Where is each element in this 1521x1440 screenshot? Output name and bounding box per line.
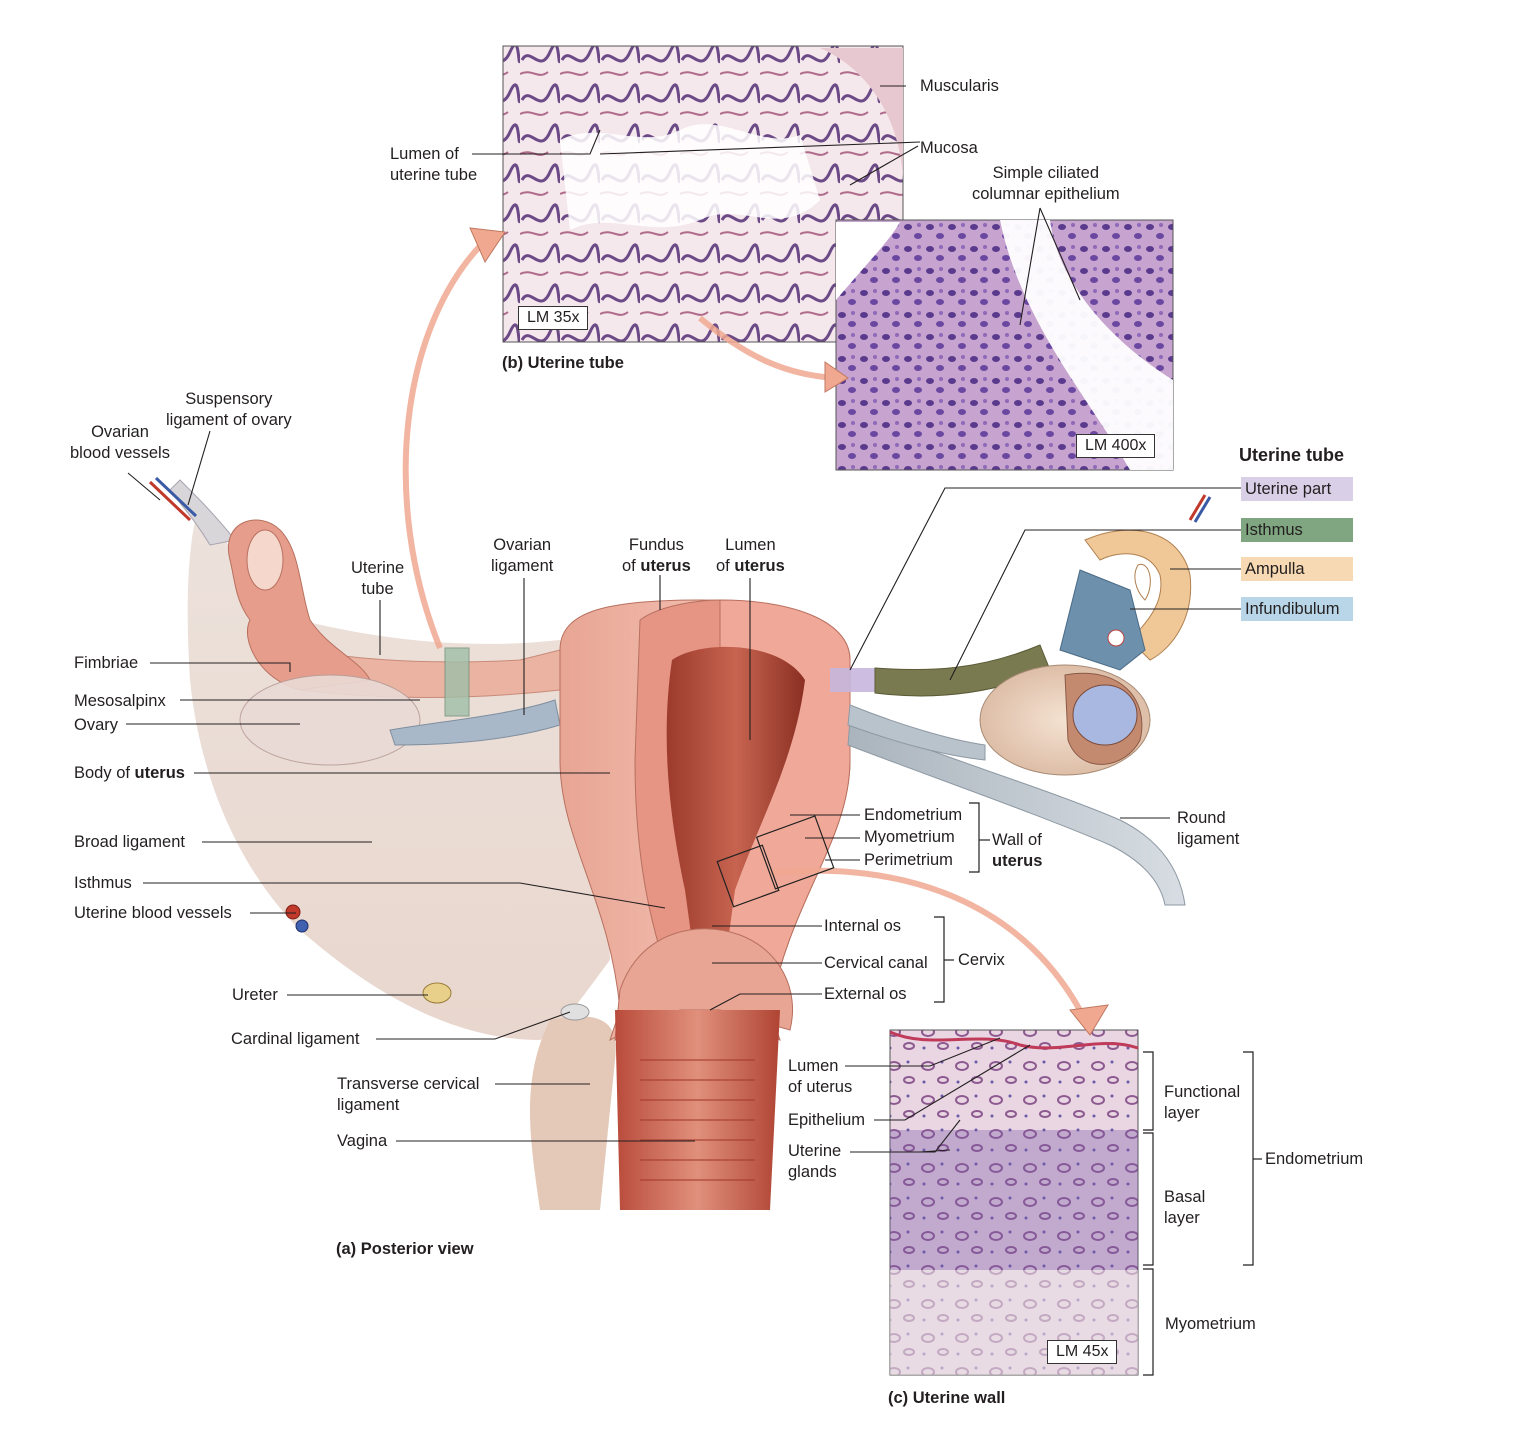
uterine-tube-key-title: Uterine tube — [1239, 445, 1345, 465]
caption-posterior-view: (a) Posterior view — [336, 1240, 474, 1258]
label-fundus-of-uterus: Fundus of uterus — [622, 536, 691, 575]
label-cervical-canal: Cervical canal — [824, 954, 928, 972]
label-c-lumen-of-uterus: Lumen of uterus — [788, 1057, 853, 1096]
caption-uterine-tube: (b) Uterine tube — [502, 354, 624, 372]
label-wall-of-uterus: Wall of uterus — [992, 831, 1043, 870]
label-cardinal-ligament: Cardinal ligament — [231, 1030, 360, 1048]
label-uterine-blood-vessels: Uterine blood vessels — [74, 904, 232, 922]
ureter-shape — [422, 982, 452, 1004]
label-c-functional-layer: Functional layer — [1164, 1083, 1241, 1122]
label-endometrium: Endometrium — [864, 806, 963, 824]
label-round-ligament: Round ligament — [1177, 809, 1240, 848]
label-c-endometrium: Endometrium — [1265, 1150, 1364, 1168]
label-ovarian-blood-vessels: Ovarian blood vessels — [70, 423, 170, 462]
round-ligament-shape — [847, 719, 1186, 906]
key-ampulla: Ampulla — [1241, 557, 1353, 581]
label-c-uterine-glands: Uterine glands — [788, 1142, 842, 1181]
label-cervix: Cervix — [958, 951, 1005, 969]
key-infundibulum: Infundibulum — [1241, 597, 1353, 621]
label-external-os: External os — [824, 985, 907, 1003]
label-ovarian-ligament: Ovarian ligament — [491, 536, 554, 575]
caption-uterine-wall: (c) Uterine wall — [888, 1389, 1006, 1407]
scale-35x: LM 35x — [518, 306, 589, 330]
label-myometrium: Myometrium — [864, 828, 955, 846]
label-c-myometrium: Myometrium — [1165, 1315, 1256, 1333]
label-suspensory-ligament: Suspensory ligament of ovary — [166, 390, 292, 429]
label-simple-ciliated-columnar-epithelium: Simple ciliated columnar epithelium — [972, 164, 1120, 203]
label-uterine-tube: Uterine tube — [351, 559, 405, 598]
label-internal-os: Internal os — [824, 917, 902, 935]
label-transverse-cervical-ligament: Transverse cervical ligament — [337, 1075, 480, 1114]
label-c-basal-layer: Basal layer — [1164, 1188, 1206, 1227]
key-isthmus: Isthmus — [1241, 518, 1353, 542]
label-muscularis: Muscularis — [920, 77, 999, 95]
transverse-cervical-ligament-shape — [530, 1016, 616, 1210]
scale-45x: LM 45x — [1047, 1340, 1118, 1364]
label-lumen-of-uterus: Lumen of uterus — [716, 536, 785, 575]
label-lumen-of-uterine-tube: Lumen of uterine tube — [390, 145, 478, 184]
label-broad-ligament: Broad ligament — [74, 833, 185, 851]
ampulla-shape — [1084, 529, 1192, 661]
label-isthmus: Isthmus — [74, 874, 132, 892]
key-uterine-part: Uterine part — [1241, 477, 1353, 501]
left-ovary-shape — [239, 674, 421, 766]
uterine-cavity-shape — [666, 646, 805, 1000]
label-mucosa: Mucosa — [920, 139, 978, 157]
label-mesosalpinx: Mesosalpinx — [74, 692, 166, 710]
label-body-of-uterus: Body of uterus — [74, 764, 185, 782]
label-fimbriae: Fimbriae — [74, 654, 139, 672]
scale-400x: LM 400x — [1076, 434, 1156, 458]
right-uterine-part-shape — [830, 668, 875, 692]
label-ureter: Ureter — [232, 986, 278, 1004]
label-perimetrium: Perimetrium — [864, 851, 953, 869]
label-c-epithelium: Epithelium — [788, 1111, 866, 1129]
label-vagina: Vagina — [337, 1132, 388, 1150]
infundibulum-shape — [1059, 569, 1146, 671]
label-ovary: Ovary — [74, 716, 119, 734]
